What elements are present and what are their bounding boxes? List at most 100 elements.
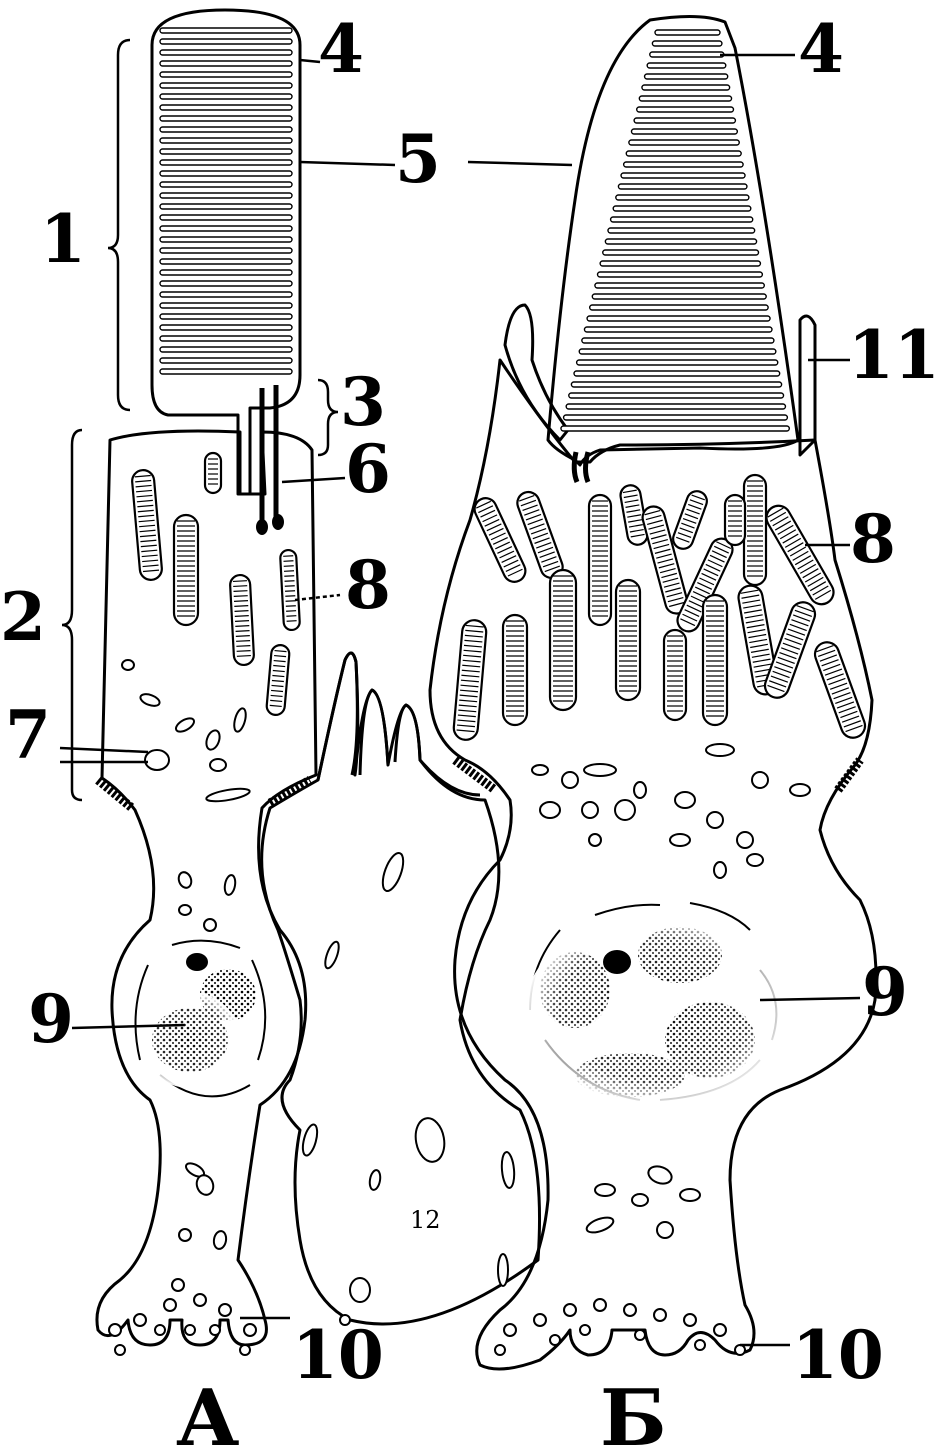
cone-disc (652, 41, 722, 46)
vesicle (594, 1299, 606, 1311)
cone-disc (566, 404, 785, 409)
rod-disc (160, 171, 292, 176)
vesicle (564, 1304, 576, 1316)
label-7: 7 (5, 696, 51, 774)
rod-disc-stack (160, 28, 292, 374)
bracket-cilium (318, 380, 338, 455)
rod-disc (160, 325, 292, 330)
vesicle (654, 1309, 666, 1321)
label-4-cone: 4 (798, 10, 844, 88)
vesicle (194, 1294, 206, 1306)
rod-disc (160, 39, 292, 44)
vesicle (504, 1324, 516, 1336)
mitochondrion (670, 488, 709, 551)
bracket-outer-segment (108, 40, 130, 410)
label-9-cone: 9 (862, 953, 908, 1031)
cone-disc (645, 74, 728, 79)
rod-disc (160, 138, 292, 143)
cone-disc (621, 173, 745, 178)
cone-disc (571, 382, 781, 387)
vesicle (735, 1345, 745, 1355)
vesicle (584, 764, 616, 776)
vesicle (635, 1330, 645, 1340)
vesicle (752, 772, 768, 788)
cone-disc (626, 151, 741, 156)
vesicle (714, 1324, 726, 1336)
rod-disc (160, 94, 292, 99)
vesicle (580, 1325, 590, 1335)
cone-disc (634, 118, 735, 123)
vesicle (684, 1314, 696, 1326)
vesicle (155, 1325, 165, 1335)
vesicle (737, 832, 753, 848)
rod-disc (160, 259, 292, 264)
rod-disc (160, 369, 292, 374)
vesicle (145, 750, 169, 770)
vesicle (634, 782, 646, 798)
rod-disc (160, 83, 292, 88)
mitochondrion (812, 639, 869, 741)
vesicle (790, 784, 810, 796)
mitochondrion (725, 495, 745, 545)
vesicle (219, 1304, 231, 1316)
rod-disc (160, 237, 292, 242)
vesicle (134, 1314, 146, 1326)
label-4-rod: 4 (318, 10, 364, 88)
rod-disc (160, 314, 292, 319)
vesicle (368, 1169, 381, 1190)
rod-disc (160, 358, 292, 363)
label-9-rod: 9 (28, 980, 74, 1058)
cone-disc (564, 415, 788, 420)
label-11: 11 (848, 316, 938, 394)
cone-disc (637, 107, 734, 112)
vesicle (174, 716, 196, 735)
cone-disc (655, 30, 720, 35)
rod-disc (160, 303, 292, 308)
cone-disc (639, 96, 731, 101)
rod-disc (160, 215, 292, 220)
cone-disc (584, 327, 772, 332)
mitochondrion (131, 469, 163, 580)
cone-disc (618, 184, 747, 189)
vesicle (532, 765, 548, 775)
mitochondrion (230, 575, 255, 666)
rod-disc (160, 116, 292, 121)
vesicle (624, 1304, 636, 1316)
label-5-rod: 5 (395, 120, 441, 198)
vesicle (646, 1163, 674, 1186)
label-1: 1 (40, 200, 86, 278)
vesicle (204, 729, 222, 752)
cone-mitochondria (453, 475, 869, 741)
cone-disc-stack (561, 30, 789, 431)
rod-disc (160, 72, 292, 77)
cone-disc (624, 162, 743, 167)
rod-disc (160, 336, 292, 341)
cone-disc (595, 283, 764, 288)
label-2: 2 (0, 578, 46, 656)
bracket-inner-segment (62, 430, 82, 800)
vesicle (172, 1279, 184, 1291)
vesicle (589, 834, 601, 846)
vesicle (657, 1222, 673, 1238)
vesicle (204, 919, 216, 931)
rod-disc (160, 248, 292, 253)
vesicle (177, 870, 194, 889)
cone-synaptic-terminal (495, 1299, 745, 1355)
mitochondrion (744, 475, 766, 585)
rod-disc (160, 292, 292, 297)
cone-junction-right (838, 760, 860, 790)
vesicle (109, 1324, 121, 1336)
rod-junction-left (98, 780, 132, 808)
vesicle (680, 1189, 700, 1201)
cone-disc (642, 85, 730, 90)
vesicle (615, 800, 635, 820)
cone-disc (600, 261, 760, 266)
cone-disc (629, 140, 739, 145)
cone-disc (569, 393, 784, 398)
vesicle (500, 1152, 515, 1189)
mitochondrion (589, 495, 611, 625)
label-10-cone: 10 (792, 1316, 884, 1394)
vesicle (747, 854, 763, 866)
cone-nucleus (525, 903, 785, 1105)
rod-disc (160, 182, 292, 187)
